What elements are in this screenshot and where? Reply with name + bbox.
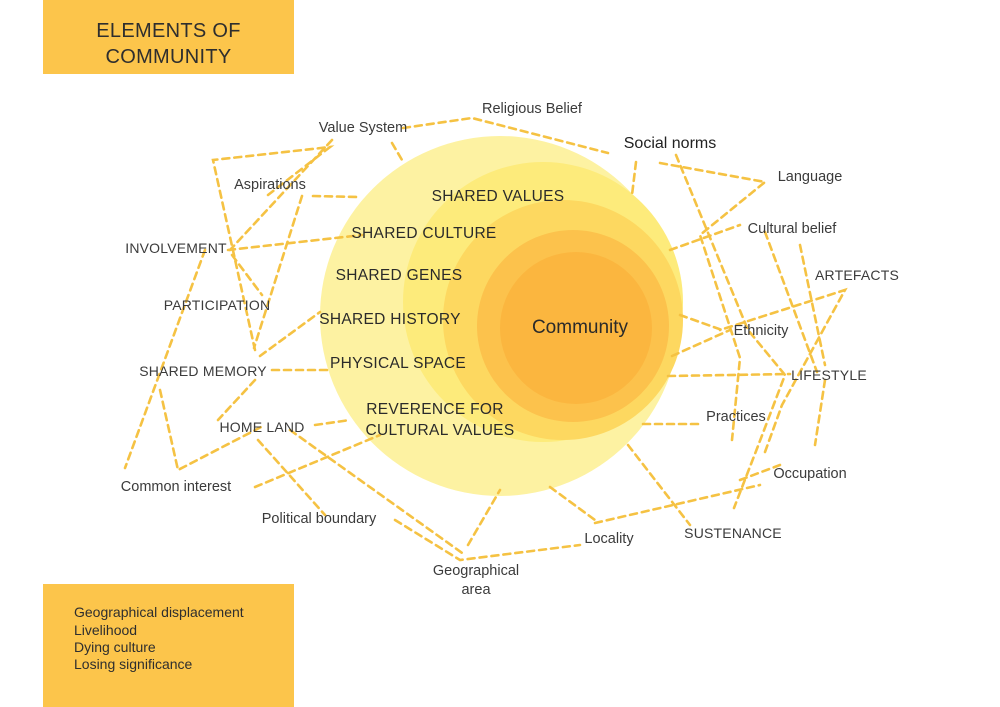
label-physical-space: PHYSICAL SPACE xyxy=(330,355,466,372)
title-line-2: COMMUNITY xyxy=(105,46,232,68)
label-reverence-line-2: CULTURAL VALUES xyxy=(365,422,515,439)
label-value-system: Value System xyxy=(318,120,408,136)
label-shared-history: SHARED HISTORY xyxy=(319,311,461,328)
label-occupation: Occupation xyxy=(773,466,847,482)
label-practices: Practices xyxy=(706,409,766,425)
note-item: Geographical displacement xyxy=(74,604,244,620)
concentric-circles xyxy=(320,136,683,496)
note-item: Livelihood xyxy=(74,622,138,638)
title-line-1: ELEMENTS OF xyxy=(96,20,241,42)
label-shared-genes: SHARED GENES xyxy=(335,267,463,284)
label-shared-culture: SHARED CULTURE xyxy=(351,225,497,242)
title-box: ELEMENTS OF COMMUNITY xyxy=(43,0,294,74)
label-community: Community xyxy=(531,317,629,338)
label-shared-values: SHARED VALUES xyxy=(431,188,565,205)
label-cultural-belief: Cultural belief xyxy=(747,221,837,237)
label-ethnicity: Ethnicity xyxy=(733,323,789,339)
label-language: Language xyxy=(777,169,843,185)
label-participation: PARTICIPATION xyxy=(163,297,271,313)
label-sustenance: SUSTENANCE xyxy=(684,525,782,541)
label-common-interest: Common interest xyxy=(120,479,232,495)
label-aspirations: Aspirations xyxy=(234,177,306,193)
label-lifestyle: LIFESTYLE xyxy=(791,367,867,383)
label-social-norms: Social norms xyxy=(623,135,717,152)
label-shared-memory: SHARED MEMORY xyxy=(139,363,267,379)
label-political-boundary: Political boundary xyxy=(261,511,377,527)
label-reverence-line-1: REVERENCE FOR xyxy=(366,401,504,418)
label-religious-belief: Religious Belief xyxy=(482,101,582,117)
dashed-connectors xyxy=(123,116,848,562)
label-involvement: INVOLVEMENT xyxy=(125,240,227,256)
label-locality: Locality xyxy=(584,531,634,547)
notes-box: Geographical displacement Livelihood Dyi… xyxy=(43,584,294,707)
core-circle xyxy=(500,252,652,404)
label-geographical-area-line-1: Geographical xyxy=(432,563,520,579)
label-artefacts: ARTEFACTS xyxy=(814,267,900,283)
label-geographical-area-line-2: area xyxy=(461,582,491,598)
label-home-land: HOME LAND xyxy=(219,419,305,435)
note-item: Dying culture xyxy=(74,639,156,655)
note-item: Losing significance xyxy=(74,656,193,672)
